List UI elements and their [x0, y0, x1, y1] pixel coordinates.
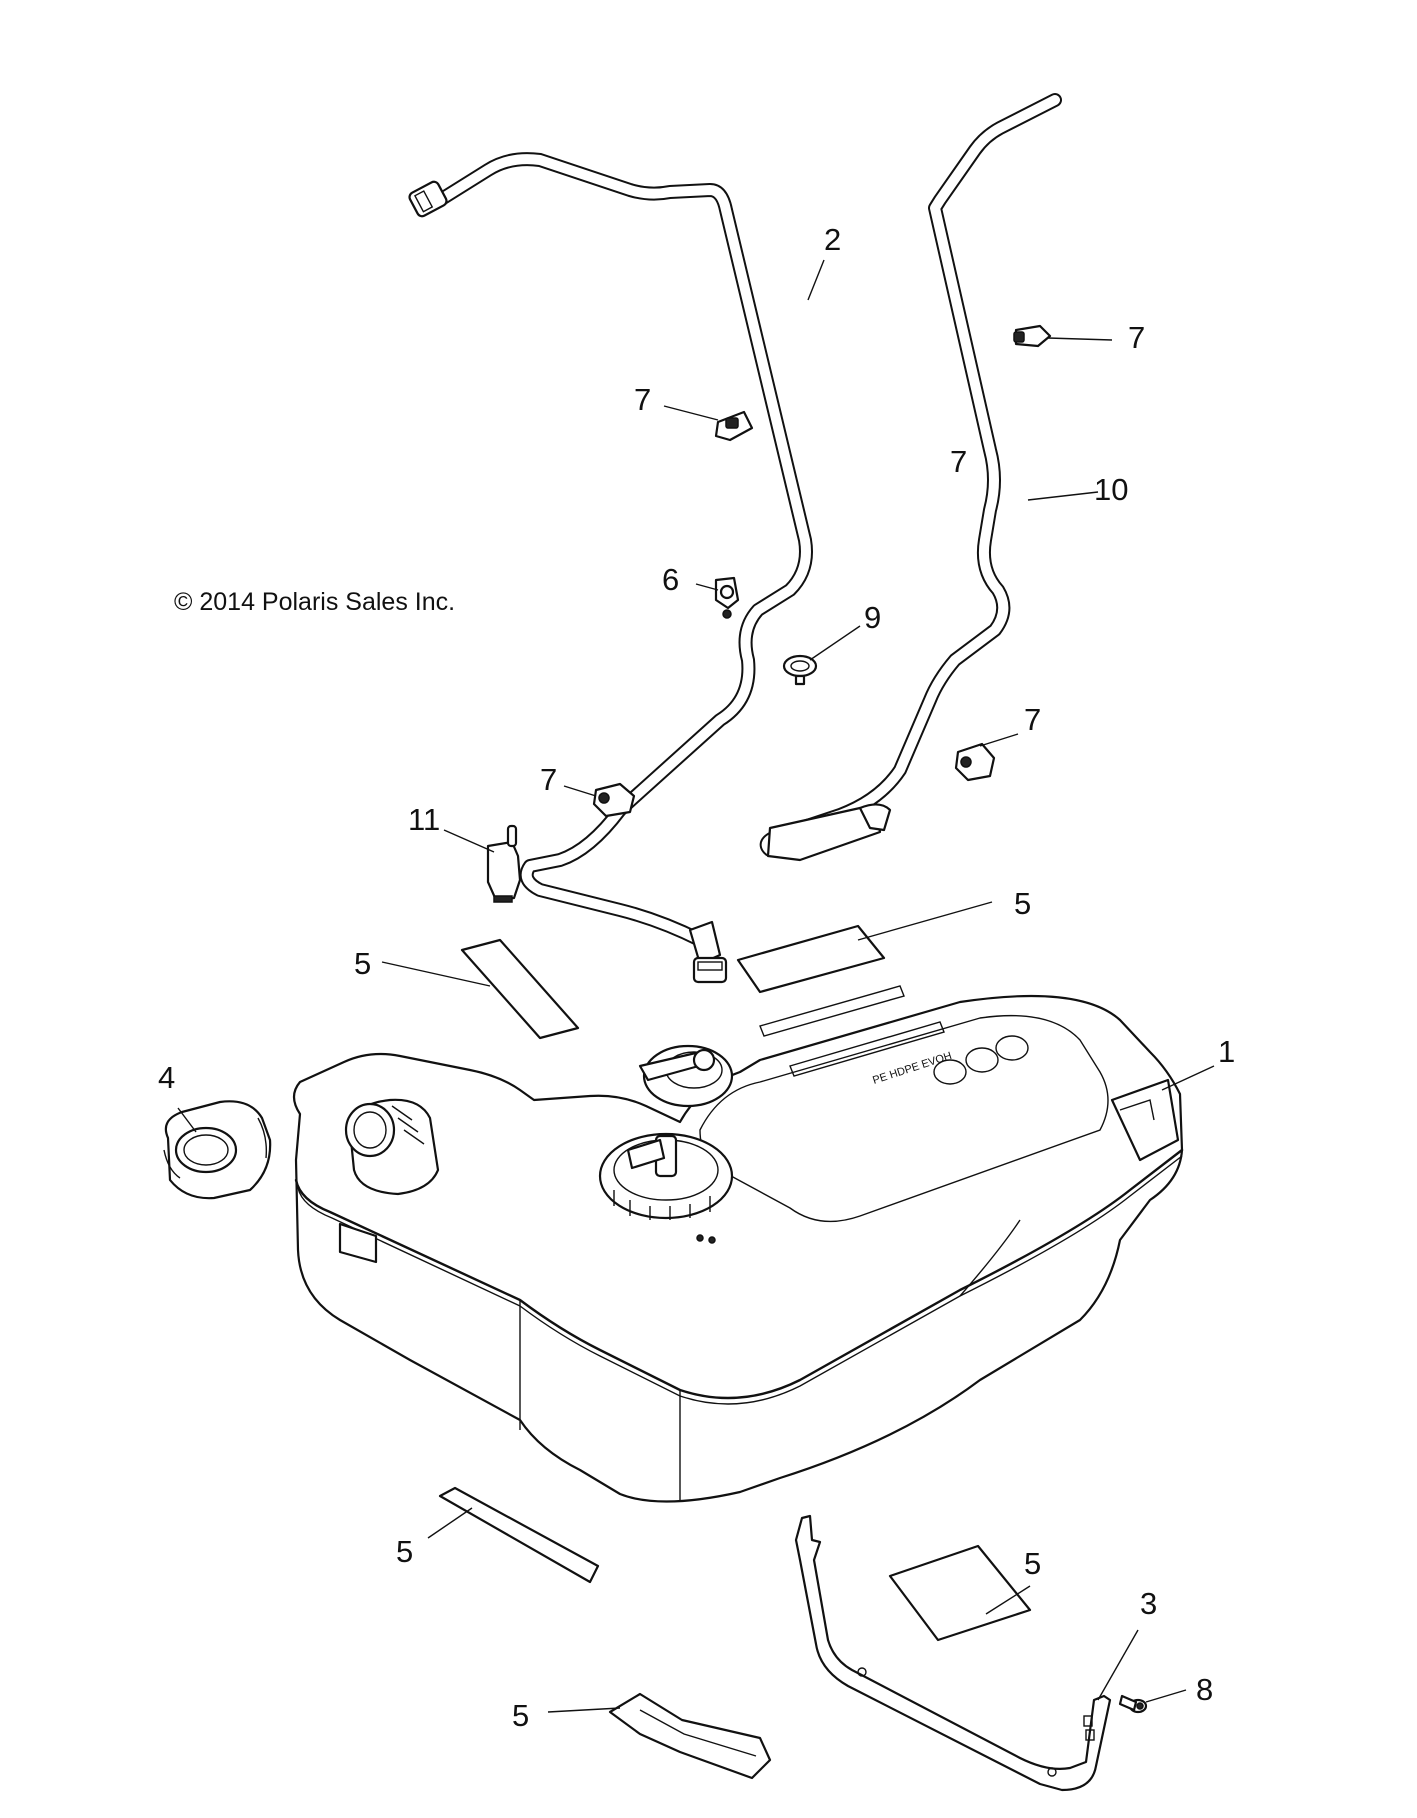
- pad-part-5-bottom-right: [888, 1544, 1032, 1642]
- pad-part-5-bottom: [608, 1692, 772, 1780]
- leader-3: [1097, 1629, 1139, 1701]
- vent-hose-part-10: [759, 93, 1062, 862]
- tank-strap-part-3: [794, 1514, 1112, 1792]
- callout-7a: 7: [634, 382, 651, 417]
- callout-3: 3: [1140, 1586, 1157, 1621]
- callout-8: 8: [1196, 1672, 1213, 1707]
- tank-fuel-pump-module: [598, 1132, 734, 1244]
- leader-2: [807, 259, 825, 301]
- callout-9: 9: [864, 600, 881, 635]
- leader-5-bottom: [547, 1707, 621, 1713]
- callout-5-left: 5: [354, 946, 371, 981]
- leader-7b: [1047, 337, 1113, 341]
- fuel-tank-part-1: PE HDPE EVOH: [292, 985, 1184, 1503]
- clamp-part-9: [782, 654, 818, 686]
- callout-1: 1: [1218, 1034, 1235, 1069]
- leader-6: [695, 583, 719, 591]
- callout-7d: 7: [1024, 702, 1041, 737]
- leader-5-top-right: [857, 901, 993, 941]
- callout-7b: 7: [1128, 320, 1145, 355]
- leader-1: [1161, 1065, 1215, 1091]
- leader-7c: [563, 785, 597, 797]
- callout-5-bottom: 5: [512, 1698, 529, 1733]
- fuel-cap-part-4: [163, 1100, 272, 1200]
- bracket-part-11: [486, 824, 522, 903]
- callout-numbers: 2 7 7 7 10 6 9 7 7 11 5 5 4 1 5 5 3 8 5: [158, 222, 1235, 1733]
- callout-6: 6: [662, 562, 679, 597]
- leader-11: [443, 829, 495, 853]
- leader-7d: [979, 733, 1019, 747]
- bolt-part-8: [1118, 1694, 1148, 1714]
- leader-5-bottom-left: [427, 1507, 473, 1539]
- callout-5-bottom-right: 5: [1024, 1546, 1041, 1581]
- leader-10: [1027, 491, 1099, 501]
- callout-5-bottom-left: 5: [396, 1534, 413, 1569]
- leader-9: [809, 625, 861, 661]
- fuel-hose-part-2: [408, 152, 813, 984]
- hose-2-elbow-connector: [688, 920, 728, 984]
- clip-part-7-b: [1013, 324, 1052, 348]
- leader-5-bottom-right: [985, 1585, 1031, 1615]
- leader-8: [1145, 1689, 1187, 1703]
- pad-part-5-top-right: [736, 924, 886, 994]
- callout-2: 2: [824, 222, 841, 257]
- clip-part-7-c: [592, 782, 636, 818]
- leader-7a: [663, 405, 719, 421]
- callout-11: 11: [408, 802, 440, 837]
- callout-7c: 7: [540, 762, 557, 797]
- pad-part-5-bottom-left: [438, 1486, 600, 1584]
- pad-part-5-left: [460, 938, 580, 1040]
- clip-part-6: [714, 576, 740, 619]
- tank-vent-valve: [638, 1044, 734, 1108]
- leader-4: [177, 1107, 197, 1133]
- callout-leaders: [177, 259, 1215, 1713]
- callout-7e: 7: [950, 444, 967, 479]
- tank-filler-neck: [344, 1098, 440, 1196]
- callout-4: 4: [158, 1060, 175, 1095]
- copyright-notice: © 2014 Polaris Sales Inc.: [174, 588, 456, 616]
- leader-5-left: [381, 961, 491, 987]
- clip-part-7-a: [714, 410, 754, 442]
- callout-10: 10: [1094, 472, 1128, 507]
- tank-mount-tab: [1110, 1078, 1180, 1162]
- clip-part-7-d: [954, 742, 996, 782]
- callout-5-top-right: 5: [1014, 886, 1031, 921]
- hose-2-quick-connector: [408, 180, 448, 218]
